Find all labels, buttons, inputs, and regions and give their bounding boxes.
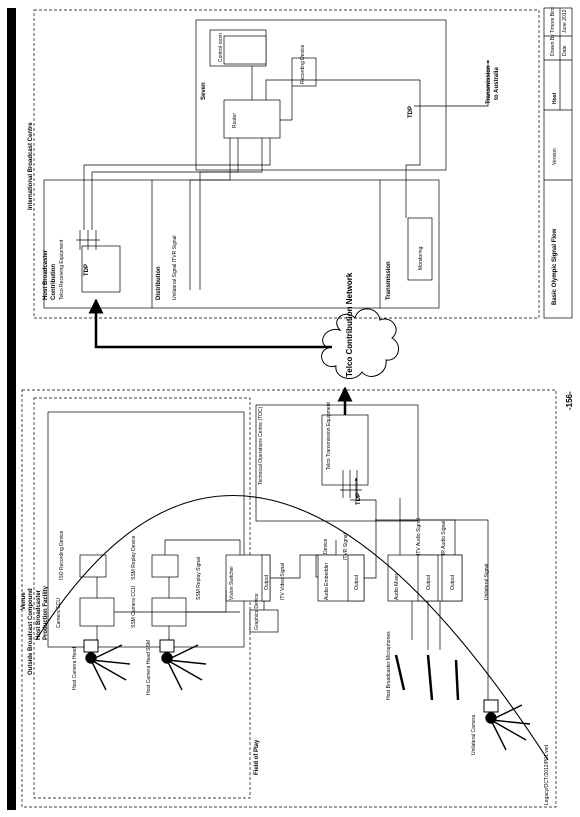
control-room-label: Control room <box>218 33 224 62</box>
venue-label: Venue <box>21 592 27 610</box>
ob-compound-border <box>33 397 251 799</box>
ibc-contribution-label: Contribution <box>51 264 57 300</box>
telco-tx-box <box>321 414 369 486</box>
footer-ref: Legacy/OCT/2012/P01.vsd <box>544 745 550 805</box>
microphone-icons <box>394 654 460 701</box>
iso-recording-box <box>79 554 107 578</box>
seven-label: Seven <box>201 82 207 100</box>
to-australia-line2: to Australia <box>494 67 500 100</box>
ibc-distribution-label: Distribution <box>156 266 162 300</box>
ibc-monitoring-box <box>407 217 433 281</box>
field-of-play-label: Field of Play <box>254 739 260 775</box>
production-facility-label: Production Facility <box>43 585 49 640</box>
toc-label: Technical Operations Centre (TOC) <box>258 406 264 485</box>
control-room-inner-box <box>223 35 267 65</box>
ob-compound-label: Outside Broadcast Compound <box>28 588 34 675</box>
host-camera-1-icon <box>83 639 131 691</box>
ibc-telco-receiving-box <box>81 245 121 293</box>
seven-recording-label: Recording Device <box>300 44 306 84</box>
router-box <box>223 99 281 139</box>
audio-mixer-label: Audio Mixer <box>394 573 400 600</box>
network-cloud-shape <box>321 308 400 380</box>
ibc-host-broadcaster-label: Host Broadcaster <box>43 249 49 300</box>
iso-recording-label: ISO Recording Device <box>59 530 65 580</box>
ibc-label: International Broadcast Centre <box>28 122 34 210</box>
ibc-telco-receiving-label: Telco Receiving Equipment <box>59 239 65 300</box>
mixer-output-2-box <box>441 554 463 602</box>
title-block-drawn-by: Drawn By <box>550 34 556 56</box>
ssm-replay-signal-label: SSM Replay Signal <box>196 557 202 600</box>
host-camera-label: Host Camera Head <box>72 647 78 690</box>
camera-ccu-box <box>79 597 115 627</box>
venue-tdp-splitter <box>340 470 362 498</box>
seven-recording-box <box>291 57 317 87</box>
ibc-tdp-splitter <box>76 230 100 250</box>
unilateral-camera-icon <box>483 699 531 751</box>
unilateral-signal-label: Unilateral Signal <box>484 564 490 600</box>
network-label: Telco Contribution Network <box>345 272 354 377</box>
ibc-tdp-label: TDP <box>84 264 90 276</box>
title-block: Basic Olympic Signal Flow Version Host D… <box>543 7 573 319</box>
venue-tdp-label: TDP <box>356 493 362 505</box>
venue-signal-lines <box>96 477 489 700</box>
vision-output-label: Output <box>264 574 270 590</box>
router-label: Router <box>232 113 238 128</box>
host-broadcaster-label: Host Broadcaster <box>36 589 42 640</box>
ssm-ccu-label: SSM Camera CCU <box>131 585 137 628</box>
title-block-date: Date <box>562 45 568 56</box>
page-number: -156- <box>565 391 574 410</box>
embedder-output-label: Output <box>354 574 360 590</box>
title-block-title: Basic Olympic Signal Flow <box>552 228 558 305</box>
ir-audio-signal-label: IR Audio Signal <box>441 521 447 555</box>
ibc-region: International Broadcast Centre Host Broa… <box>28 9 540 319</box>
itvr-signal-label: ITVR Signal <box>343 533 349 560</box>
ibc-transmission-label: Transmission <box>386 261 392 300</box>
camera-ccu-label: Camera CCU <box>56 598 62 628</box>
seven-tdp-splitter <box>414 92 428 118</box>
ibc-signal-lines <box>83 59 490 290</box>
seven-tdp-label: TDP <box>408 106 414 118</box>
host-camera-ssm-label: Host Camera Head SSM <box>146 640 152 695</box>
itv-video-signal-label: ITV Video Signal <box>280 563 286 600</box>
title-block-author: Timore Bird <box>550 7 556 33</box>
ibc-monitoring-label: Monitoring <box>418 246 424 270</box>
network-cloud: Telco Contribution Network <box>321 272 400 380</box>
graphics-label: Graphics Device <box>254 593 260 630</box>
ssm-replay-label: SSM Replay Device <box>131 535 137 580</box>
telco-tx-label: Telco Transmission Equipment <box>326 402 332 470</box>
seven-border <box>195 19 447 171</box>
production-facility-border <box>47 411 245 648</box>
itv-audio-signal-label: ITV Audio Signal <box>416 518 422 555</box>
toc-border <box>255 404 419 522</box>
ibc-unilateral-itvr-label: Unilateral Signal ITVR Signal <box>172 236 178 300</box>
vision-switcher-label: Vision Switcher <box>229 566 235 600</box>
field-region: Field of Play Host Camera Head Host Came… <box>35 495 550 805</box>
title-block-version: Version <box>552 148 558 165</box>
page-edge-bar <box>7 8 16 810</box>
host-camera-ssm-icon <box>159 639 207 691</box>
ssm-replay-box <box>151 554 179 578</box>
ibc-border <box>33 9 540 319</box>
network-to-ibc-arrow <box>88 298 332 349</box>
unilateral-camera-label: Unilateral Camera <box>471 714 477 755</box>
ibc-host-broadcaster-border <box>43 179 440 309</box>
venue-region: Venue Outside Broadcast Compound Host Br… <box>21 389 557 808</box>
venue-border <box>21 389 557 808</box>
title-block-date-value: June 2012 <box>562 9 568 33</box>
title-block-host: Host <box>552 93 558 104</box>
mixer-output-2-label: Output <box>450 574 456 590</box>
field-of-play-curve <box>35 495 549 761</box>
to-australia-line1: Transmission <box>486 65 492 104</box>
microphones-label: Host Broadcaster Microphones <box>386 631 392 700</box>
mixer-output-1-label: Output <box>426 574 432 590</box>
audio-embedder-label: Audio Embedder <box>324 562 330 600</box>
